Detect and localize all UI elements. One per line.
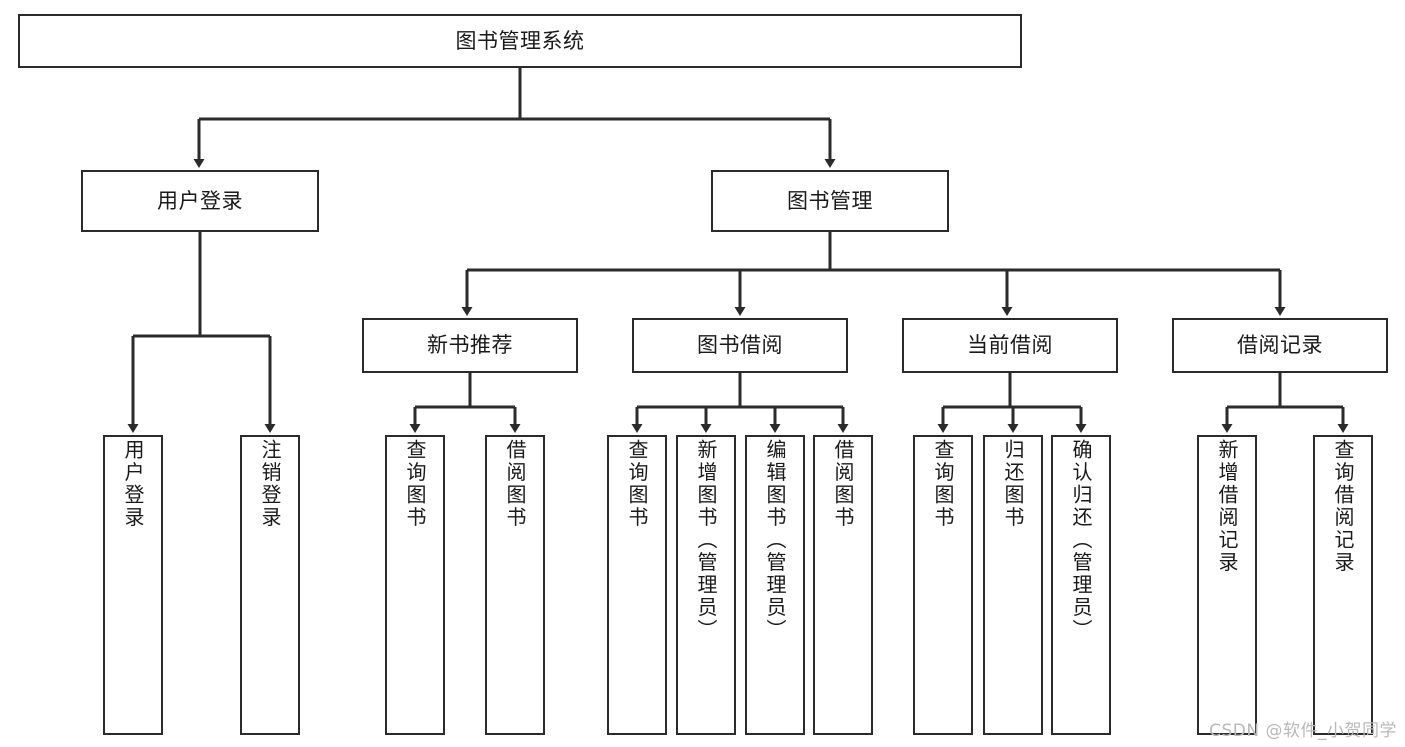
node-leaf-query-book-2[interactable]: 查询图书	[607, 435, 667, 735]
node-leaf-query-book-2-label: 查询图书	[625, 439, 649, 529]
node-leaf-edit-book-admin[interactable]: 编辑图书（管理员）	[745, 435, 805, 735]
node-new-book-recommend-label: 新书推荐	[427, 333, 513, 358]
node-leaf-borrow-book-1[interactable]: 借阅图书	[485, 435, 545, 735]
node-user-login[interactable]: 用户登录	[81, 170, 319, 232]
node-leaf-user-logout[interactable]: 注销登录	[240, 435, 300, 735]
node-leaf-borrow-book-2[interactable]: 借阅图书	[813, 435, 873, 735]
node-leaf-query-book-3[interactable]: 查询图书	[913, 435, 973, 735]
node-user-login-label: 用户登录	[157, 188, 243, 213]
node-leaf-user-login-label: 用户登录	[121, 439, 145, 529]
node-leaf-query-book-1[interactable]: 查询图书	[385, 435, 445, 735]
node-leaf-confirm-return-admin-label: 确认归还（管理员）	[1069, 439, 1093, 642]
node-borrow-record-label: 借阅记录	[1237, 333, 1323, 358]
node-leaf-borrow-book-2-label: 借阅图书	[831, 439, 855, 529]
node-root-label: 图书管理系统	[455, 28, 585, 53]
csdn-watermark: CSDN @软件_小贺同学	[1209, 721, 1397, 741]
node-leaf-add-book-admin[interactable]: 新增图书（管理员）	[676, 435, 736, 735]
node-leaf-query-book-3-label: 查询图书	[931, 439, 955, 529]
node-current-borrow[interactable]: 当前借阅	[902, 318, 1118, 373]
node-leaf-query-book-1-label: 查询图书	[403, 439, 427, 529]
node-book-borrow-label: 图书借阅	[697, 333, 783, 358]
node-leaf-borrow-book-1-label: 借阅图书	[503, 439, 527, 529]
node-leaf-edit-book-admin-label: 编辑图书（管理员）	[763, 439, 787, 642]
node-root[interactable]: 图书管理系统	[18, 14, 1022, 68]
node-new-book-recommend[interactable]: 新书推荐	[362, 318, 578, 373]
node-borrow-record[interactable]: 借阅记录	[1172, 318, 1388, 373]
node-leaf-add-book-admin-label: 新增图书（管理员）	[694, 439, 718, 642]
node-leaf-add-record[interactable]: 新增借阅记录	[1197, 435, 1257, 735]
node-leaf-user-login[interactable]: 用户登录	[103, 435, 163, 735]
node-leaf-return-book-label: 归还图书	[1001, 439, 1025, 529]
node-leaf-add-record-label: 新增借阅记录	[1215, 439, 1239, 574]
node-book-manage-label: 图书管理	[787, 188, 873, 213]
node-leaf-query-record-label: 查询借阅记录	[1331, 439, 1355, 574]
node-leaf-user-logout-label: 注销登录	[258, 439, 282, 529]
node-leaf-confirm-return-admin[interactable]: 确认归还（管理员）	[1051, 435, 1111, 735]
node-book-manage[interactable]: 图书管理	[711, 170, 949, 232]
node-book-borrow[interactable]: 图书借阅	[632, 318, 848, 373]
node-leaf-query-record[interactable]: 查询借阅记录	[1313, 435, 1373, 735]
node-leaf-return-book[interactable]: 归还图书	[983, 435, 1043, 735]
node-current-borrow-label: 当前借阅	[967, 333, 1053, 358]
